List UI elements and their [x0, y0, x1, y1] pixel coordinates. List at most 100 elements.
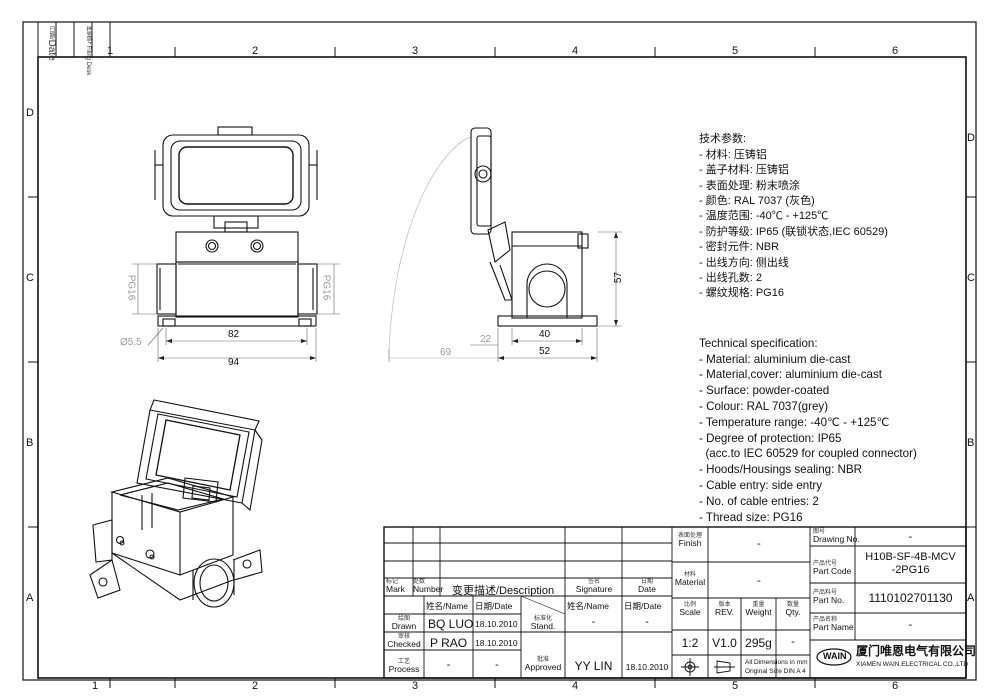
tb-weight-value: 295g	[745, 636, 772, 650]
zone-top-1: 1	[107, 45, 114, 57]
tb-date-hdr2: 日期/Date	[624, 601, 662, 611]
tb-approved-date: 18.10.2010	[625, 662, 669, 672]
zone-bottom-3: 3	[412, 680, 419, 692]
tb-part-no-value: 1110102701130	[868, 591, 953, 605]
spec-cn-line: - 颜色: RAL 7037 (灰色)	[699, 195, 815, 208]
dim-hole: Ø5.5	[120, 337, 142, 348]
zone-right-c: C	[967, 272, 975, 284]
tb-process-name: -	[446, 659, 451, 671]
spec-en-line: - Hoods/Housings sealing: NBR	[699, 463, 863, 477]
tb-finish-value: -	[757, 538, 761, 550]
zone-bottom-4: 4	[572, 680, 579, 692]
tb-drawing-no-value: -	[908, 531, 913, 543]
side-view	[388, 127, 598, 351]
zone-left-d: D	[26, 107, 34, 119]
tb-checked-date: 18.10.2010	[475, 638, 518, 648]
zone-left-b: B	[26, 437, 34, 449]
zone-top-6: 6	[892, 45, 899, 57]
dim-22: 22	[480, 334, 492, 345]
tb-scale-value: 1:2	[681, 636, 699, 650]
zone-bottom-1: 1	[92, 680, 99, 692]
spec-en-line: - No. of cable entries: 2	[699, 494, 819, 508]
spec-cn-line: - 盖子材料: 压铸铝	[699, 164, 789, 177]
tb-name-hdr2: 姓名/Name	[567, 601, 610, 611]
filing-date-label: 日期/Date	[46, 26, 57, 61]
company-name: 厦门唯恩电气有限公司 XIAMEN WAIN ELECTRICAL CO.,LT…	[856, 644, 977, 669]
spec-cn-line: - 密封元件: NBR	[699, 241, 780, 254]
tb-stand-name: -	[591, 616, 596, 628]
zone-top-5: 5	[732, 45, 739, 57]
dim-52: 52	[539, 346, 551, 357]
company-logo: WAIN	[823, 651, 847, 661]
dim-69: 69	[440, 347, 452, 358]
tb-checked-name: P RAO	[430, 636, 468, 650]
front-view	[154, 126, 318, 327]
spec-en-line: - Surface: powder-coated	[699, 384, 830, 398]
spec-cn-title: 技术参数:	[699, 133, 747, 146]
spec-cn-line: - 防护等级: IP65 (联锁状态,IEC 60529)	[699, 225, 888, 238]
tb-material-value: -	[757, 575, 761, 587]
spec-en-line: - Material: aluminium die-cast	[699, 352, 851, 366]
zone-right-b: B	[967, 437, 975, 449]
title-block-grid	[383, 526, 967, 679]
zone-left-c: C	[26, 272, 34, 284]
tb-stand-date: -	[645, 616, 649, 628]
tb-part-code-value: H10B-SF-4B-MCV-2PG16	[865, 551, 956, 576]
zone-top-2: 2	[252, 45, 259, 57]
zone-right-a: A	[967, 592, 975, 604]
dim-82: 82	[228, 329, 240, 340]
spec-en: Technical specification: - Material: alum…	[699, 320, 917, 541]
spec-en-line: - Colour: RAL 7037(grey)	[699, 399, 829, 413]
zone-bottom-6: 6	[892, 680, 899, 692]
dim-pg-right: PG16	[320, 274, 332, 301]
spec-en-line: (acc.to IEC 60529 for coupled connector)	[699, 447, 917, 461]
spec-cn: 技术参数:- 材料: 压铸铝- 盖子材料: 压铸铝- 表面处理: 粉末喷涂- 颜…	[699, 117, 888, 317]
spec-cn-line: - 螺纹规格: PG16	[699, 287, 784, 300]
spec-cn-line: - 表面处理: 粉末喷涂	[699, 179, 800, 192]
spec-cn-line: - 出线孔数: 2	[699, 272, 762, 285]
spec-en-line: - Material,cover: aluminium die-cast	[699, 368, 882, 382]
filing-desk-label: 档案号 Filing Desk	[85, 26, 91, 76]
tb-name-hdr: 姓名/Name	[426, 601, 469, 611]
tb-qty-value: -	[791, 636, 795, 648]
spec-cn-line: - 出线方向: 侧出线	[699, 256, 789, 269]
tb-drawn-name: BQ LUO	[428, 617, 474, 631]
zone-bottom-5: 5	[732, 680, 739, 692]
zone-top-4: 4	[572, 45, 579, 57]
spec-en-line: - Cable entry: side entry	[699, 478, 823, 492]
tb-description-label: 变更描述/Description	[452, 585, 555, 597]
zone-left-a: A	[26, 592, 34, 604]
spec-en-line: - Temperature range: -40℃ - +125℃	[699, 415, 890, 429]
spec-en-title: Technical specification:	[699, 336, 818, 350]
tb-part-name-value: -	[908, 619, 913, 631]
tb-date-hdr: 日期/Date	[475, 601, 513, 611]
tb-drawn-date: 18.10.2010	[475, 619, 518, 629]
isometric-view	[89, 399, 263, 608]
tb-process-date: -	[495, 659, 499, 671]
tb-rev-value: V1.0	[712, 636, 737, 650]
zone-bottom-2: 2	[252, 680, 259, 692]
dim-57: 57	[613, 271, 625, 284]
zone-top-3: 3	[412, 45, 419, 57]
tb-approved-name: YY LIN	[574, 659, 613, 673]
